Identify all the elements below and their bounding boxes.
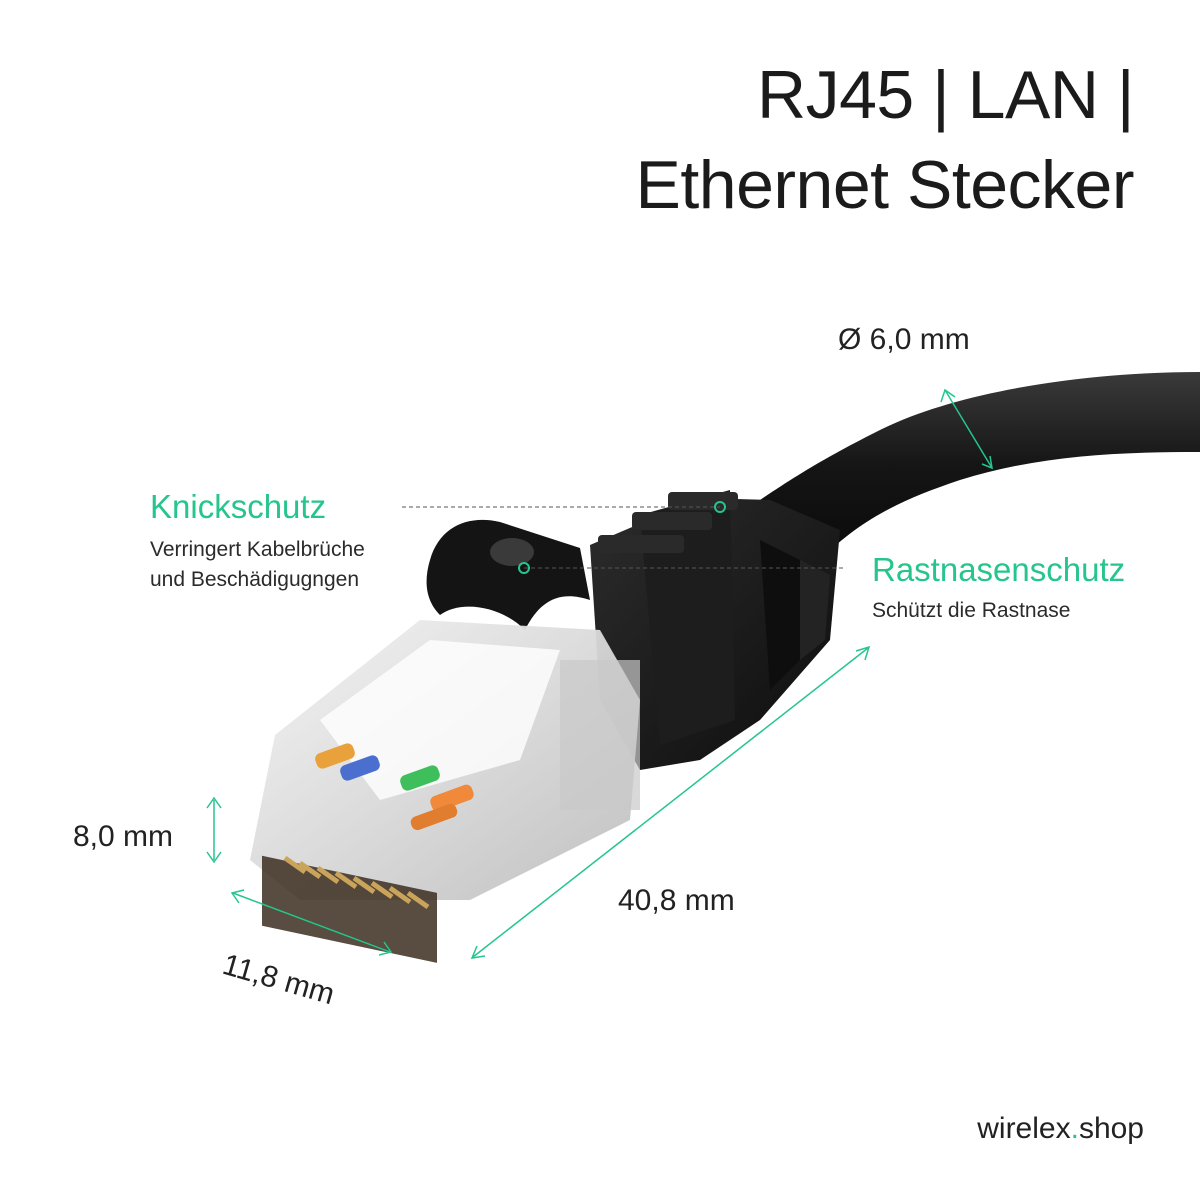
- height-label: 8,0 mm: [73, 820, 174, 853]
- knickschutz-title: Knickschutz: [150, 488, 327, 525]
- diameter-label: Ø 6,0 mm: [838, 323, 970, 356]
- strain-relief-boot: [590, 490, 840, 770]
- width-arrow: [230, 889, 393, 956]
- knickschutz-desc-line-2: und Beschädigugngen: [150, 568, 360, 591]
- rastnasenschutz-title: Rastnasenschutz: [872, 551, 1126, 588]
- gold-contacts: [262, 855, 437, 963]
- title-line-2: Ethernet Stecker: [635, 147, 1135, 223]
- brand-tld: shop: [1078, 1112, 1144, 1145]
- page-title: RJ45 | LAN | Ethernet Stecker: [635, 50, 1135, 230]
- knickschutz-marker: [714, 501, 726, 513]
- cable: [760, 372, 1200, 560]
- brand-name: wirelex: [977, 1112, 1071, 1145]
- knickschutz-desc-line-1: Verringert Kabelbrüche: [150, 538, 365, 561]
- rastnasenschutz-marker: [518, 562, 530, 574]
- clear-plug: [250, 620, 640, 900]
- brand-dot: .: [1070, 1112, 1079, 1145]
- wire-pairs: [315, 743, 474, 831]
- knickschutz-description: Verringert Kabelbrüche und Beschädigugng…: [150, 535, 365, 595]
- rastnasenschutz-description: Schützt die Rastnase: [872, 599, 1071, 622]
- length-label: 40,8 mm: [618, 884, 735, 917]
- length-arrow: [470, 645, 871, 959]
- latch-protector: [426, 519, 590, 630]
- diameter-arrow: [940, 388, 993, 470]
- brand-logo[interactable]: wirelex.shop: [977, 1112, 1144, 1146]
- title-line-1: RJ45 | LAN |: [756, 57, 1135, 133]
- height-arrow: [206, 796, 222, 864]
